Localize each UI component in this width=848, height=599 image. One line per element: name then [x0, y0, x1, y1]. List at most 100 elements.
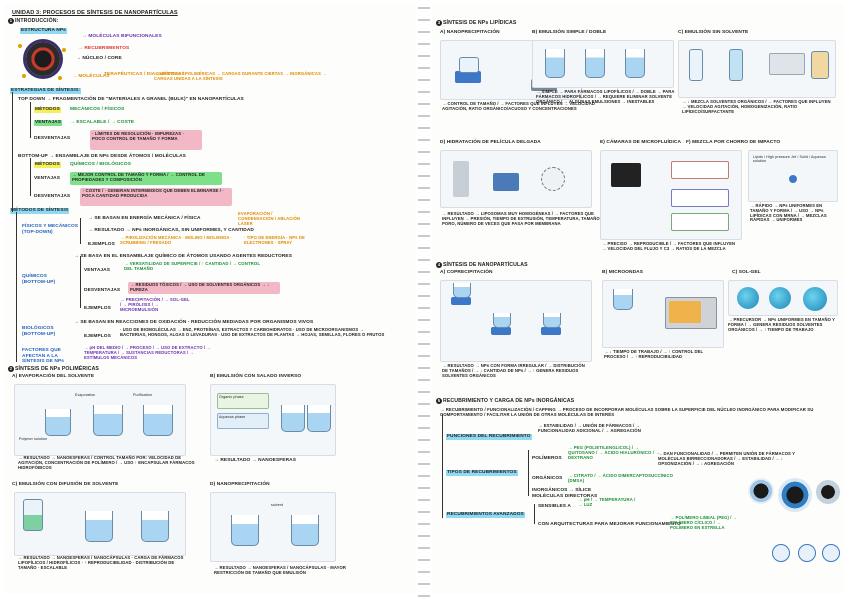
tree-line [442, 414, 443, 518]
physical-techniques: EVAPORACIÓN / CONDENSACIÓN / ABLACIÓN LÁ… [238, 211, 301, 226]
polymer-functions: → DAN FUNCIONALIDAD / → PERMITEN UNIÓN D… [658, 451, 795, 466]
disadvantages-list: · LÍMITES DE RESOLUCIÓN · IMPUREZAS · PO… [92, 131, 185, 141]
disadvantages-box [90, 130, 202, 150]
stirrer-icon [451, 297, 471, 305]
solvent-diffusion-notes: → RESULTADO → NANOESFERAS / NANOCÁPSULAS… [18, 555, 184, 570]
bu-disadvantages-box [80, 188, 232, 206]
tree-line [528, 450, 529, 496]
coprecipitation-figure [440, 280, 592, 362]
beaker-icon [543, 313, 561, 328]
polymer-architecture-icon [772, 544, 790, 562]
directing-molecules-label: MOLÉCULAS DIRECTORAS [532, 494, 598, 499]
coprecipitation-heading: A) COPRECIPITACIÓN [440, 270, 493, 275]
biological-examples: · USO DE BIOMOLÉCULAS → ENZ, PROTEÍNAS, … [120, 327, 385, 337]
beaker-icon [231, 515, 259, 546]
molecules-label: → MOLÉCULAS [72, 74, 110, 79]
thin-film-heading: D) HIDRATACIÓN DE PELÍCULA DELGADA [440, 140, 541, 145]
figure-caption: Evaporation [75, 393, 96, 397]
coating-types-label: TIPOS DE RECUBRIMIENTOS [446, 470, 518, 476]
strategies-heading: ESTRATEGIAS DE SÍNTESIS: [10, 88, 81, 94]
beaker-icon [307, 405, 331, 432]
bottom-up-definition: BOTTOM-UP → ENSAMBLAJE DE NPs DESDE ÁTOM… [18, 154, 186, 159]
coatings-label: → RECUBRIMIENTOS [78, 46, 130, 51]
ligands-label: → MOLÉCULAS BIFUNCIONALES [82, 34, 162, 39]
chemical-disadvantages-box [128, 282, 280, 294]
microwave-notes: → ↓ TIEMPO DE TRABAJO / → ↑ CONTROL DEL … [604, 349, 704, 359]
pore-icon [769, 287, 791, 309]
chemical-advantages: → VERSATILIDAD DE SUPERFICIE / ↑ CANTIDA… [124, 261, 260, 271]
sensitive-list: → pH / → TEMPERATURA / → LUZ [578, 497, 636, 507]
beaker-icon [141, 511, 169, 542]
salting-out-notes: → RESULTADO → NANOESFERAS [214, 458, 297, 463]
physical-result: → RESULTADO → NPs INORGÁNICAS, SIN UNIFO… [88, 228, 254, 233]
beaker-icon [453, 283, 471, 298]
molecule-types: TERAPÉUTICAS / DIAGNÓSTICAS [104, 72, 185, 77]
figure-caption: Aqueous phase [219, 415, 246, 419]
chemical-examples: → PRECIPITACIÓN / → SOL-GEL / → PIRÓLISI… [120, 297, 190, 312]
solvent-evaporation-figure: Polymer solution Evaporation Purificatio… [14, 384, 186, 456]
figure-caption: Polymer solution [19, 437, 48, 441]
page-title: UNIDAD 3: PROCESOS DE SÍNTESIS DE NANOPA… [12, 10, 178, 16]
organic-phase-box [217, 393, 269, 409]
stirrer-icon [455, 71, 481, 83]
bu-advantages-box [70, 172, 222, 185]
microwave-window [669, 301, 701, 323]
coating-functions-list: → ESTABILIDAD / → UNIÓN DE FÁRMACOS / → … [538, 423, 641, 433]
beaker-icon [93, 405, 123, 436]
microfluidics-figure [600, 150, 742, 240]
organics-label: ORGÁNICOS [532, 476, 563, 481]
coated-np-illustration [816, 480, 840, 504]
disadvantages-label: DESVENTAJAS [34, 136, 71, 141]
tree-line [30, 102, 31, 138]
solvent-free-figure [678, 40, 836, 98]
left-page: UNIDAD 3: PROCESOS DE SÍNTESIS DE NANOPA… [4, 4, 416, 594]
microfluidics-notes: → PRECISO → REPRODUCIBLE / → FACTORES QU… [602, 241, 736, 251]
polymers-list: → PEG (POLIETILENGLICOL) / → QUITOSANO /… [568, 445, 660, 460]
tree-line [12, 92, 13, 212]
tree-line [16, 212, 17, 362]
impact-jet-heading: F) MEZCLA POR CHORRO DE IMPACTO [686, 140, 781, 145]
bu-disadvantages-label: DESVENTAJAS [34, 194, 71, 199]
physical-methods-label: FÍSICOS Y MECÁNICOS (TOP-DOWN) [22, 224, 79, 235]
figure-caption: solvent [271, 503, 284, 507]
advanced-coatings-label: RECUBRIMIENTOS AVANZADOS [446, 512, 525, 518]
sol-gel-figure [728, 280, 838, 316]
polymers-label: POLÍMEROS [532, 456, 562, 461]
flask-icon [459, 57, 479, 73]
bu-disadvantages-list: ↑ COSTE / · GENERAN INTERMEDIOS QUE DEBE… [82, 188, 224, 198]
chemical-methods-label: QUÍMICOS (BOTTOM-UP) [22, 274, 56, 285]
lipid-nanoprecipitation-notes: → CONTROL DE TAMAÑO / → FACTORES QUE INF… [442, 101, 595, 111]
vial-icon [811, 51, 829, 79]
biological-examples-label: EJEMPLOS [84, 334, 111, 339]
beaker-icon [85, 511, 113, 542]
beaker-icon [493, 313, 511, 328]
physical-examples: → PIROLIZACIÓN MECÁNICA · MOLINO / MOLIE… [120, 235, 233, 245]
emulsion-notes: → SIMPLE → PARA FÁRMACOS LIPOFÍLICOS / →… [536, 89, 675, 104]
ligand-dot [18, 44, 22, 48]
stirrer-icon [541, 327, 561, 335]
beaker-icon [281, 405, 305, 432]
coprecipitation-notes: → RESULTADO → NPs CON FORMA IRREGULAR / … [442, 363, 585, 378]
notebook-binding [418, 0, 430, 599]
tree-line [80, 256, 81, 308]
biological-methods-label: BIOLÓGICOS (BOTTOM-UP) [22, 326, 56, 337]
sol-gel-heading: C) SOL-GEL [732, 270, 761, 275]
vial-icon [689, 49, 703, 81]
lipid-nanoprecipitation-heading: A) NANOPRECIPITACIÓN [440, 30, 500, 35]
coated-np-illustration [778, 478, 812, 512]
beaker-icon [625, 49, 645, 78]
methods-label: MÉTODOS [34, 107, 61, 113]
nanoprecipitation-notes: → RESULTADO → NANOESFERAS / NANOCÁPSULAS… [214, 565, 346, 575]
impact-jet-notes: → RÁPIDO → NPs UNIFORMES EN TAMAÑO Y FOR… [750, 203, 827, 223]
chip-icon [671, 161, 729, 179]
chip-icon [671, 213, 729, 231]
funnel-icon [23, 499, 43, 531]
polymer-architecture-icon [822, 544, 840, 562]
chemical-disadvantages-label: DESVENTAJAS [84, 288, 121, 293]
sol-gel-notes: → PRECURSOR → NPs UNIFORMES EN TAMAÑO Y … [728, 317, 835, 332]
impact-jet-figure: Lipids / High pressure Jet / Solid / Aqu… [748, 150, 838, 202]
